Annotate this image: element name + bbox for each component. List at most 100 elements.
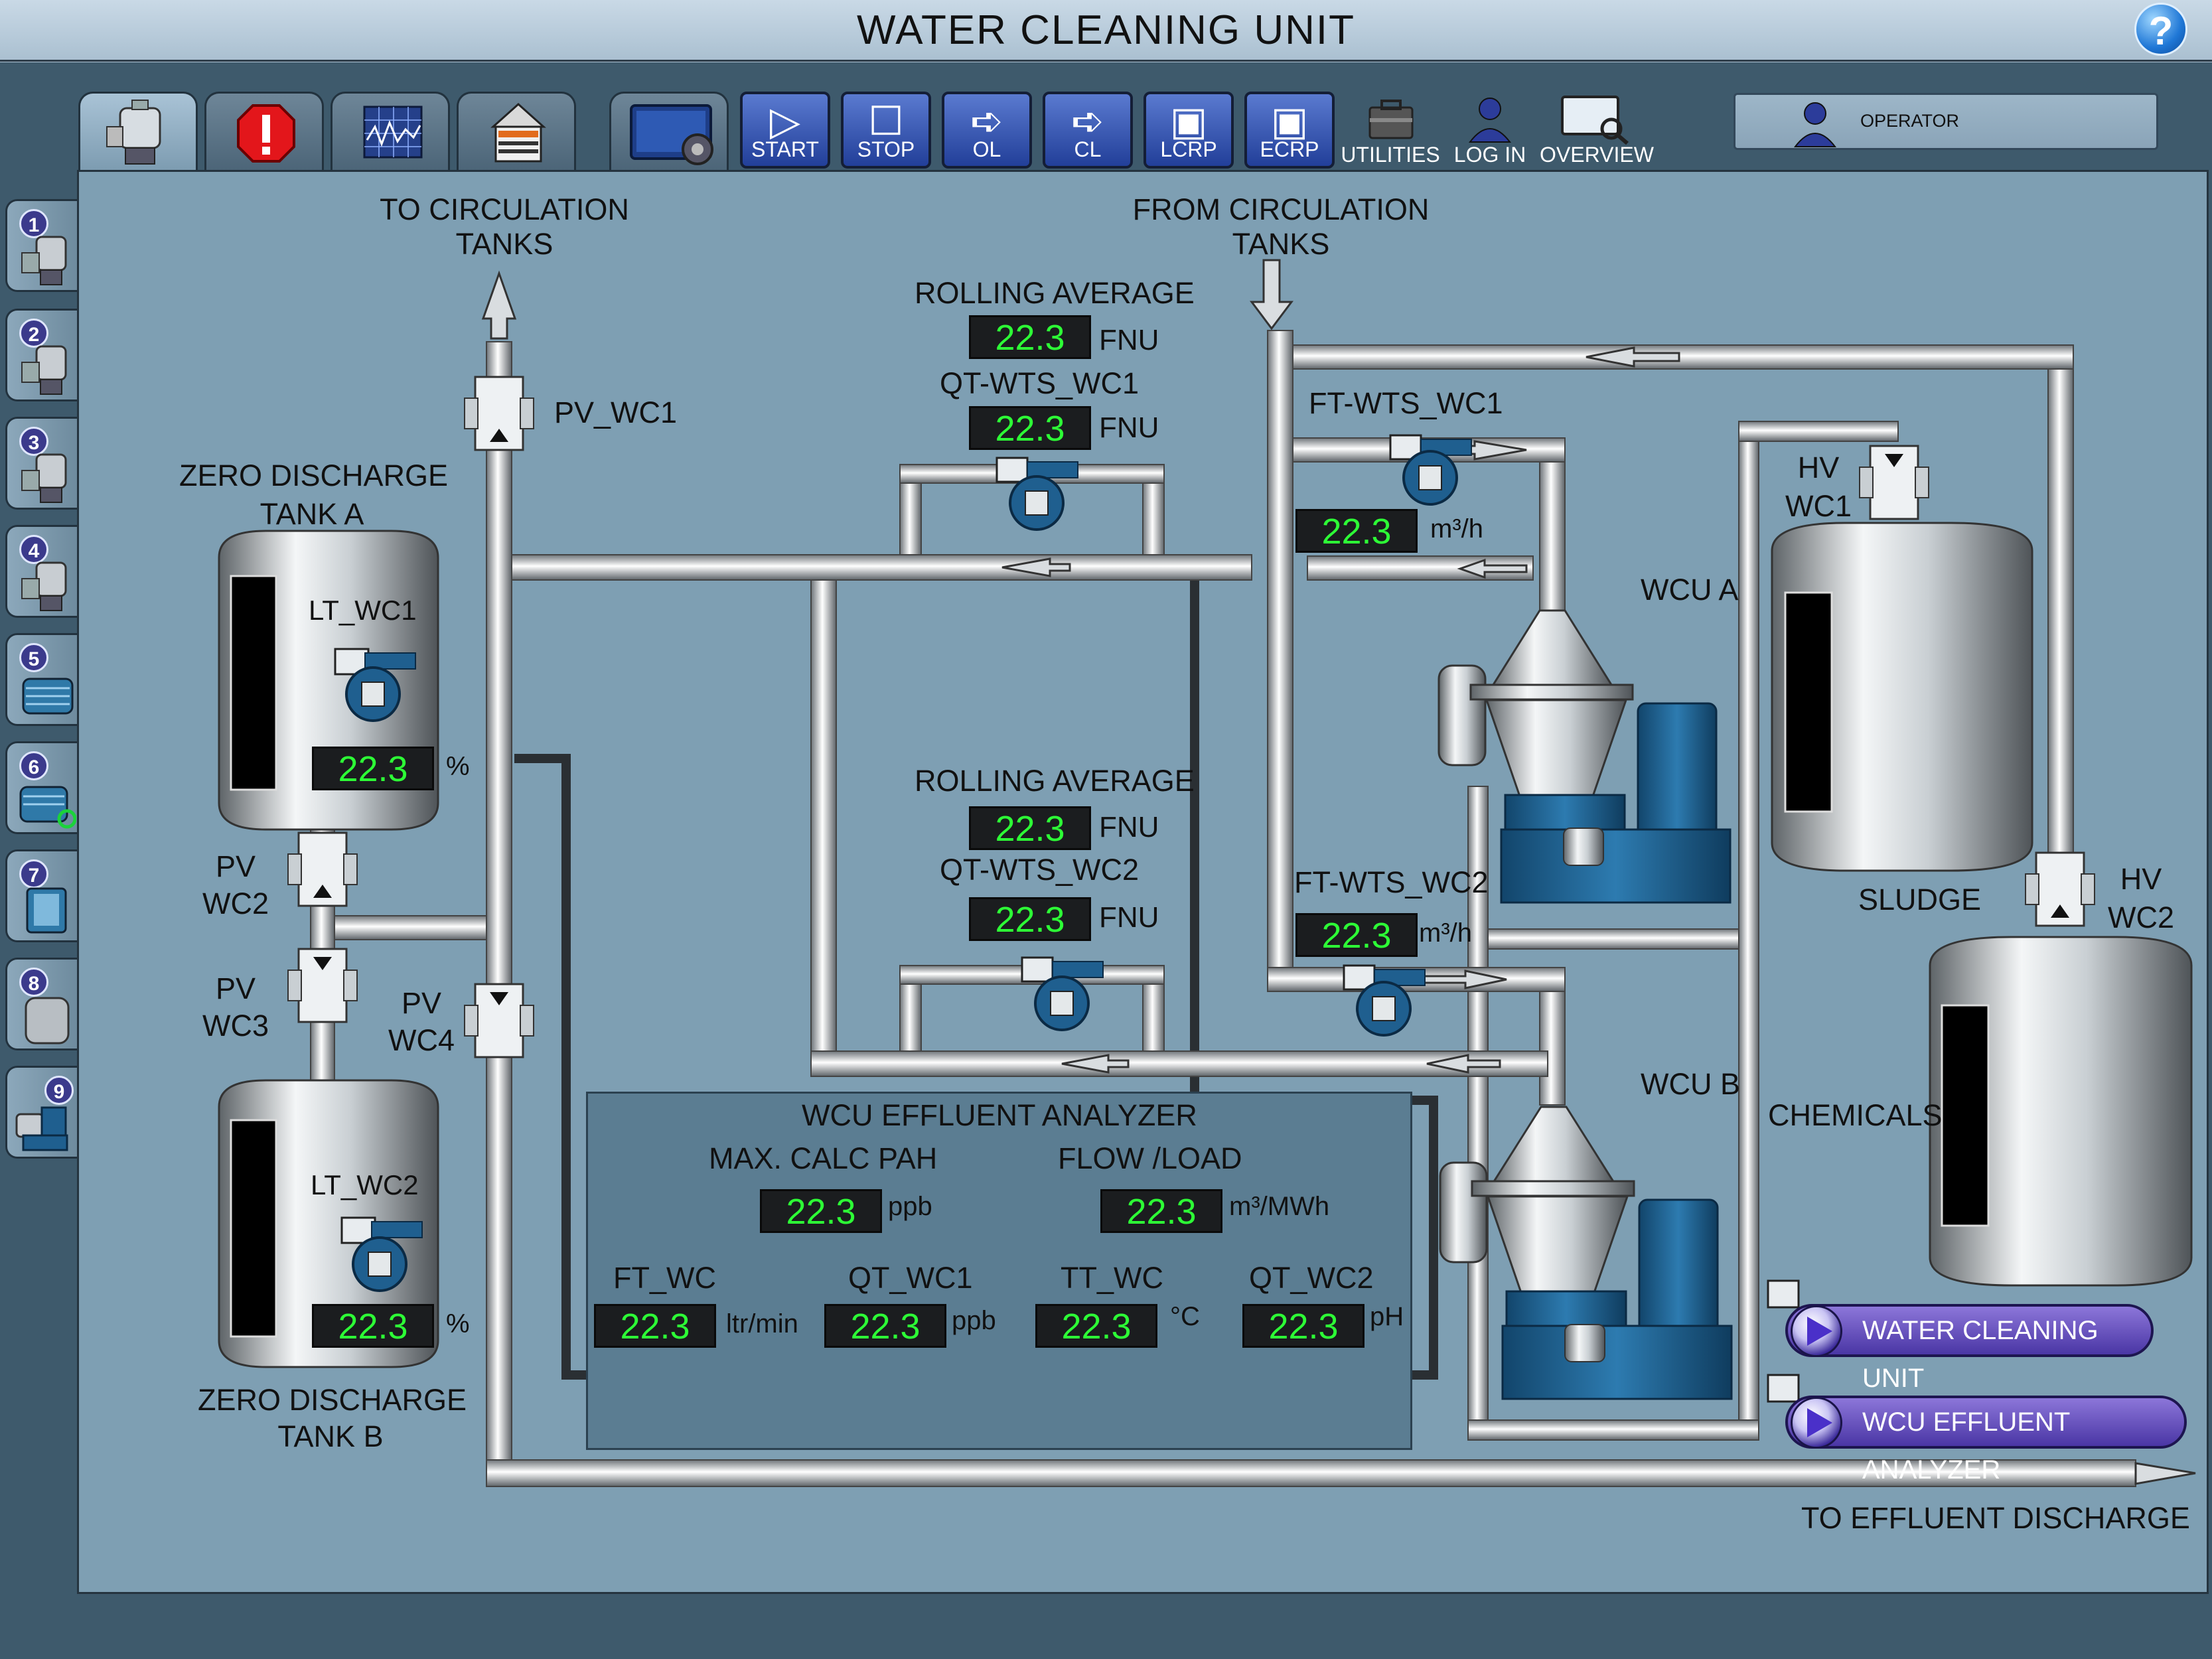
sludge-label: SLUDGE — [1858, 883, 1982, 916]
flow-load-readout: 22.3 — [1100, 1189, 1222, 1233]
lt-wc2-readout: 22.3 — [312, 1304, 434, 1348]
trend-chart-icon — [363, 106, 423, 159]
wcu-effluent-analyzer-button[interactable]: WCU EFFLUENT ANALYZER — [1785, 1396, 2187, 1484]
overview-button[interactable]: OVERVIEW — [1540, 92, 1654, 170]
arrow-up-icon — [481, 270, 517, 340]
valve-hv-wc2 — [2025, 851, 2095, 927]
sidebar-item-1[interactable]: 1 — [5, 199, 77, 292]
pv-wc3-label: PV WC3 — [202, 972, 269, 1043]
tt-wc-readout: 22.3 — [1035, 1304, 1157, 1348]
tab-trends[interactable] — [331, 92, 450, 170]
tab-plant[interactable] — [457, 92, 576, 170]
chemicals-label: CHEMICALS — [1768, 1098, 1943, 1132]
max-calc-pah-unit: ppb — [888, 1192, 932, 1221]
separator-icon — [21, 236, 67, 285]
monitor-icon: ▣ — [1169, 99, 1208, 143]
sidebar-item-2[interactable]: 2 — [5, 309, 77, 401]
sidebar-item-6[interactable]: 6 — [5, 741, 77, 834]
lt-wc2-label: LT_WC2 — [311, 1169, 419, 1200]
monitor-gear-icon — [630, 104, 713, 165]
lcrp-button[interactable]: ▣ LCRP — [1143, 92, 1234, 169]
rolling-average-1-readout: 22.3 — [969, 315, 1091, 359]
transmitter-lt-wc2-icon — [340, 1216, 423, 1292]
separator-icon — [21, 453, 67, 503]
arrow-right-icon — [2134, 1462, 2196, 1485]
ol-button[interactable]: ➪ OL — [942, 92, 1032, 169]
qt-wc1-label: QT_WC1 — [848, 1261, 973, 1295]
qt-wts-wc1-readout: 22.3 — [969, 406, 1091, 450]
lt-wc1-label: LT_WC1 — [309, 595, 417, 626]
tt-wc-unit: °C — [1170, 1302, 1200, 1331]
qt-wc2-label: QT_WC2 — [1249, 1261, 1374, 1295]
sidebar-item-8[interactable]: 8 — [5, 958, 77, 1050]
user-panel: OPERATOR — [1733, 93, 2158, 150]
rolling-average-2-label: ROLLING AVERAGE — [915, 764, 1195, 798]
building-icon — [490, 102, 546, 163]
sidebar-item-7[interactable]: 7 — [5, 849, 77, 942]
ecrp-button[interactable]: ▣ ECRP — [1244, 92, 1335, 169]
motor — [1638, 1198, 1719, 1340]
to-effluent-discharge-label: TO EFFLUENT DISCHARGE — [1801, 1501, 2190, 1535]
flow-load-unit: m³/MWh — [1229, 1192, 1330, 1221]
help-icon[interactable]: ? — [2134, 3, 2187, 56]
arrow-down-icon — [1250, 259, 1293, 330]
arrow-left-icon — [1457, 558, 1528, 579]
ft-wc-readout: 22.3 — [594, 1304, 716, 1348]
rolling-average-2-readout: 22.3 — [969, 806, 1091, 850]
transmitter-lt-wc1-icon — [334, 648, 416, 722]
tab-settings[interactable] — [609, 92, 729, 170]
sidebar-item-5[interactable]: 5 — [5, 633, 77, 726]
transmitter-wcu-icon — [1767, 1279, 1800, 1309]
level-gauge — [230, 575, 277, 791]
cl-button[interactable]: ➪ CL — [1043, 92, 1133, 169]
ft-wts-wc2-readout: 22.3 — [1295, 913, 1418, 957]
transmitter-ft-wts-wc1-icon — [1389, 434, 1472, 506]
valve-hv-wc1 — [1859, 445, 1929, 520]
tab-water-cleaning[interactable] — [78, 92, 198, 170]
separator-unit-icon — [106, 100, 161, 165]
wcu-effluent-analyzer-panel — [586, 1092, 1412, 1450]
stop-button[interactable]: ☐ STOP — [841, 92, 931, 169]
valve-pv-wc3 — [287, 948, 358, 1023]
arrow-right-icon — [1419, 970, 1507, 989]
water-cleaning-unit-button[interactable]: WATER CLEANING UNIT — [1785, 1304, 2154, 1393]
separator-icon — [21, 345, 67, 395]
arrow-hand-icon: ➪ — [1070, 99, 1105, 143]
wcu-a-label: WCU A — [1641, 573, 1739, 607]
lt-wc1-readout: 22.3 — [312, 747, 434, 790]
tab-alarms[interactable] — [204, 92, 324, 170]
separator-icon — [21, 561, 67, 611]
sidebar-item-4[interactable]: 4 — [5, 525, 77, 618]
rolling-average-1-label: ROLLING AVERAGE — [915, 276, 1195, 310]
wcu-b-separator — [1439, 1106, 1733, 1400]
hv-wc1-label: HV WC1 — [1785, 451, 1852, 523]
zero-discharge-tank-b — [218, 1079, 439, 1368]
start-button[interactable]: ▷ START — [740, 92, 830, 169]
qt-wc2-readout: 22.3 — [1242, 1304, 1364, 1348]
pump-motor-icon — [15, 1106, 68, 1151]
rolling-average-1-unit: FNU — [1099, 324, 1159, 356]
toolbox-icon — [1368, 100, 1414, 139]
operator-avatar-icon — [1793, 102, 1837, 147]
wcu-b-label: WCU B — [1641, 1067, 1740, 1101]
sludge-tank — [1771, 522, 2033, 872]
level-gauge — [230, 1119, 277, 1338]
play-icon — [1791, 1397, 1842, 1449]
level-gauge — [1784, 591, 1833, 813]
magnifier-monitor-icon — [1561, 96, 1629, 145]
utilities-button[interactable]: UTILITIES — [1341, 92, 1440, 170]
transmitter-qt-wts-wc1-icon — [995, 457, 1078, 531]
filter-unit-icon — [26, 887, 67, 934]
chemicals-tank — [1929, 936, 2193, 1287]
level-gauge — [1941, 1004, 1990, 1227]
wcu-a-separator — [1438, 609, 1732, 904]
login-button[interactable]: LOG IN — [1440, 92, 1540, 170]
sidebar-item-9[interactable]: 9 — [5, 1066, 77, 1159]
zero-discharge-tank-a-label: ZERO DISCHARGE TANK A — [179, 459, 449, 531]
ft-wc-label: FT_WC — [613, 1261, 716, 1295]
arrow-left-icon — [1585, 346, 1680, 368]
hv-wc2-label: HV WC2 — [2108, 862, 2174, 934]
sidebar-item-3[interactable]: 3 — [5, 417, 77, 510]
ft-wc-unit: ltr/min — [726, 1309, 798, 1338]
